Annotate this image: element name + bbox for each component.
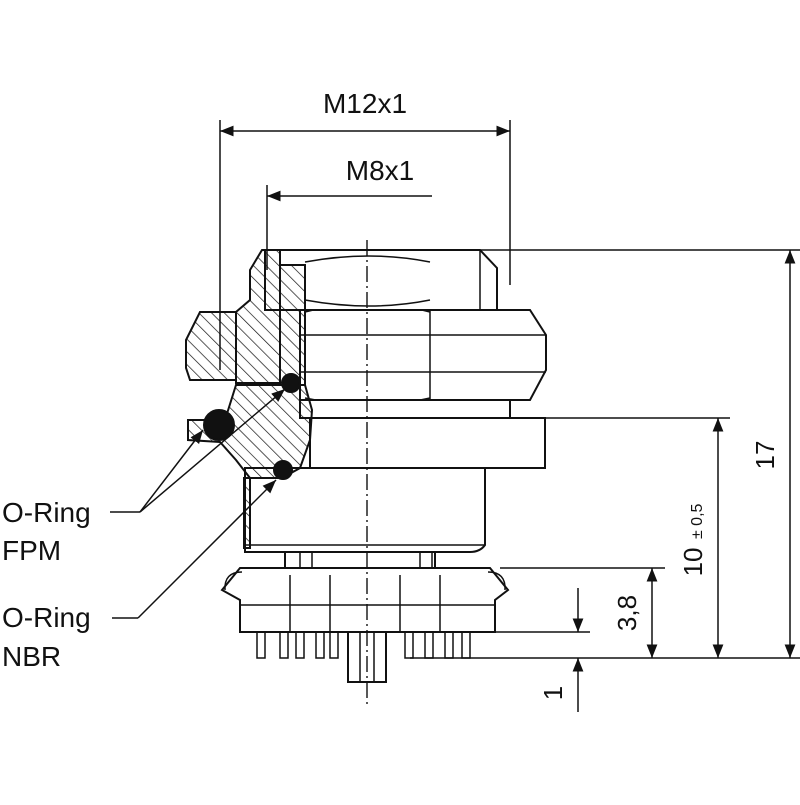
connector-body [220,249,547,683]
dimension-1: 1 [538,588,584,712]
callout-oring-fpm: O-Ring FPM [2,388,286,566]
oring-fpm-label-2: FPM [2,535,61,566]
dimension-10-tolerance: ± 0,5 [689,503,706,539]
oring-fpm-label-1: O-Ring [2,497,91,528]
dimension-m8: M8x1 [266,155,432,270]
dimension-1-label: 1 [538,686,568,700]
dimension-17-label: 17 [750,441,780,470]
dimension-m8-label: M8x1 [346,155,414,186]
dimension-m12-label: M12x1 [323,88,407,119]
callout-oring-nbr: O-Ring NBR [2,479,277,672]
dimension-m12: M12x1 [219,88,511,370]
oring-nbr-label-1: O-Ring [2,602,91,633]
o-rings [203,373,301,480]
dimension-10-label: 10 [678,548,708,577]
dimension-3-8-label: 3,8 [612,595,642,631]
svg-text:10 ± 0,5: 10 ± 0,5 [678,503,708,576]
section-cut [185,249,314,549]
contact-pins [256,631,471,683]
dimension-10: 10 ± 0,5 [678,418,724,658]
oring-nbr-label-2: NBR [2,641,61,672]
dimension-17: 17 [750,250,796,658]
dimension-3-8: 3,8 [612,568,658,658]
